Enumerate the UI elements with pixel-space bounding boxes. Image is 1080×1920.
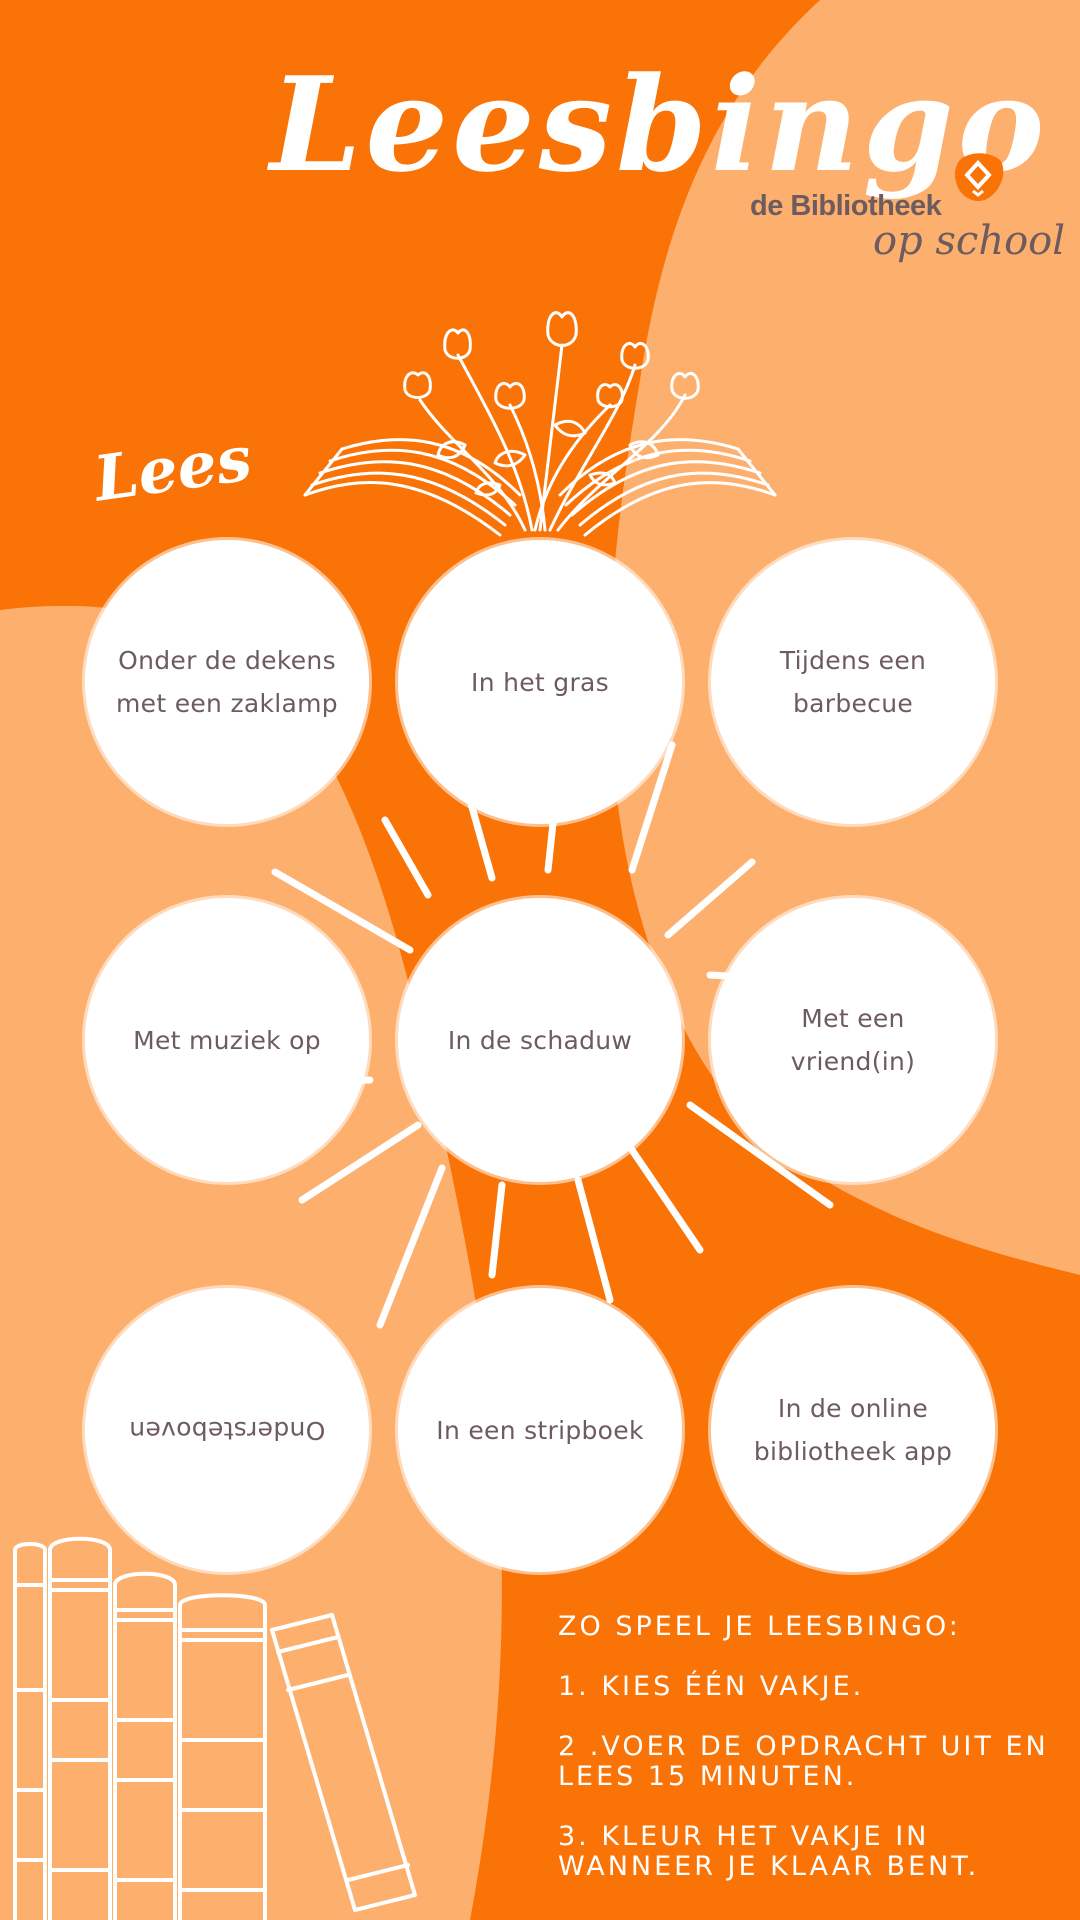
logo-text-bibliotheek: de Bibliotheek xyxy=(750,190,942,222)
instruction-step-3: 3. KLEUR HET VAKJE IN WANNEER JE KLAAR B… xyxy=(558,1821,980,1882)
instructions-heading: ZO SPEEL JE LEESBINGO: xyxy=(558,1611,961,1642)
bingo-cell-3[interactable]: Tijdens een barbecue xyxy=(711,540,995,824)
instruction-step-1: 1. KIES ÉÉN VAKJE. xyxy=(558,1671,865,1702)
bingo-cell-6[interactable]: Met een vriend(in) xyxy=(711,898,995,1182)
bingo-cell-text: Met een vriend(in) xyxy=(790,1004,916,1076)
bingo-cell-5[interactable]: In de schaduw xyxy=(398,898,682,1182)
bibliotheek-logo: de Bibliotheek op school xyxy=(745,148,1065,288)
bingo-cell-text: In de schaduw xyxy=(447,1025,633,1055)
bibliotheek-logo-icon xyxy=(954,153,1004,202)
book-with-flowers-illustration xyxy=(303,311,777,537)
bingo-cell-1[interactable]: Onder de dekens met een zaklamp xyxy=(85,540,369,824)
bingo-cell-text: Tijdens een barbecue xyxy=(779,646,927,718)
bingo-cell-text: Met muziek op xyxy=(133,1025,321,1055)
bingo-cell-text: In een stripboek xyxy=(436,1415,644,1445)
logo-text-op-school: op school xyxy=(873,218,1066,264)
books-on-shelf-illustration xyxy=(13,1536,417,1920)
bingo-cell-text: Onder de dekens met een zaklamp xyxy=(116,646,338,718)
bingo-cell-4[interactable]: Met muziek op xyxy=(85,898,369,1182)
bingo-cell-text: In het gras xyxy=(471,667,609,697)
bingo-cell-text: In de online bibliotheek app xyxy=(753,1394,953,1466)
bingo-cell-2[interactable]: In het gras xyxy=(398,540,682,824)
bingo-cell-text-upside-down: Ondersteboven xyxy=(128,1415,326,1445)
bingo-cell-7[interactable]: Ondersteboven xyxy=(85,1288,369,1572)
instruction-step-2: 2 .VOER DE OPDRACHT UIT EN LEES 15 MINUT… xyxy=(558,1731,1049,1792)
bingo-cell-8[interactable]: In een stripboek xyxy=(398,1288,682,1572)
instructions-panel: ZO SPEEL JE LEESBINGO: 1. KIES ÉÉN VAKJE… xyxy=(558,1612,1058,1912)
bingo-cell-9[interactable]: In de online bibliotheek app xyxy=(711,1288,995,1572)
